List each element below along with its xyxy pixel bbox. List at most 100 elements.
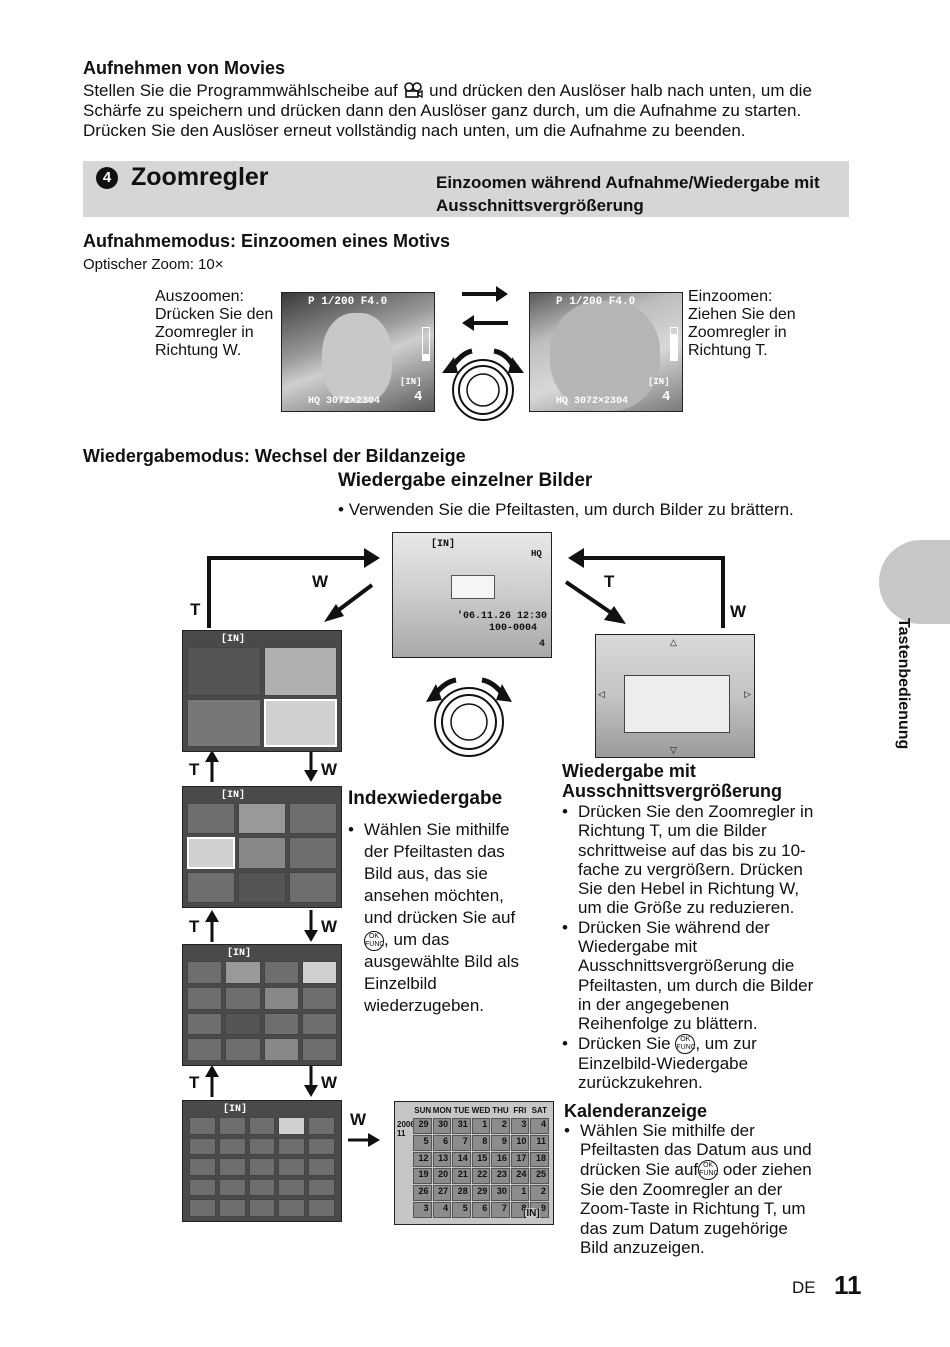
calendar-date-cell[interactable]: 16 xyxy=(491,1151,510,1168)
calendar-date-cell[interactable]: 19 xyxy=(413,1168,432,1185)
calendar-date-cell[interactable]: 27 xyxy=(432,1185,452,1202)
calendar-month: 11 xyxy=(397,1129,406,1138)
calendar-date-cell[interactable]: 7 xyxy=(491,1202,510,1218)
calendar-date-cell[interactable]: 4 xyxy=(530,1118,549,1134)
calendar-date-cell[interactable]: 22 xyxy=(471,1168,491,1185)
calendar-date-cell[interactable]: 17 xyxy=(510,1151,530,1168)
label-t: T xyxy=(189,760,200,779)
index-4-screen: [IN] xyxy=(182,630,342,752)
calendar-weekday: TUE xyxy=(453,1106,470,1115)
screen-in: [IN] xyxy=(431,539,456,550)
calendar-bullet-line: Zoom-Taste in Richtung T, um xyxy=(580,1199,806,1219)
calendar-date-cell[interactable]: 2 xyxy=(491,1118,510,1134)
calendar-date-cell[interactable]: 4 xyxy=(432,1202,452,1218)
calendar-date-cell[interactable]: 2 xyxy=(530,1185,549,1202)
calendar-date-cell[interactable]: 21 xyxy=(452,1168,471,1185)
thumbnail xyxy=(248,1117,276,1135)
calendar-bullet: Wählen Sie mithilfe der Pfeiltasten das … xyxy=(564,1121,854,1257)
thumbnail xyxy=(187,1012,223,1036)
section-subtitle-line2: Ausschnittsvergrößerung xyxy=(436,196,644,215)
movies-line1a: Stellen Sie die Programmwählscheibe auf xyxy=(83,81,398,100)
screen-count: 4 xyxy=(662,389,671,405)
single-playback-title: Wiedergabe einzelner Bilder xyxy=(338,470,593,491)
zoom-in-line: Richtung T. xyxy=(688,342,768,359)
scroll-left-icon: ◁ xyxy=(598,689,605,699)
thumbnail xyxy=(278,1178,306,1197)
closeup-bullet-line: Einzelbild-Wiedergabe xyxy=(578,1054,749,1074)
calendar-date-cell[interactable]: 20 xyxy=(432,1168,452,1185)
calendar-date-cell[interactable]: 6 xyxy=(471,1202,491,1218)
thumbnail xyxy=(308,1117,335,1135)
calendar-date-cell[interactable]: 3 xyxy=(413,1202,432,1218)
thumbnail-selected xyxy=(187,837,235,869)
calendar-date-cell[interactable]: 8 xyxy=(471,1134,491,1151)
screen-file: 100-0004 xyxy=(489,623,538,634)
zoom-out-line: Richtung W. xyxy=(155,342,242,359)
calendar-date-cell[interactable]: 28 xyxy=(452,1185,471,1202)
thumbnail xyxy=(263,1012,299,1036)
thumbnail xyxy=(308,1178,335,1197)
thumbnail xyxy=(308,1199,335,1217)
index-16-grid xyxy=(187,961,337,1061)
calendar-date-cell[interactable]: 31 xyxy=(452,1118,471,1134)
calendar-date-cell[interactable]: 3 xyxy=(510,1118,530,1134)
screen-exposure: P 1/200 F4.0 xyxy=(556,296,636,308)
movies-line1b: und drücken den Auslöser halb nach unten… xyxy=(429,81,812,100)
closeup-bullet-line: Richtung T, um die Bilder xyxy=(578,821,767,841)
side-tab xyxy=(879,540,950,624)
index-bullet-line: Bild aus, das sie xyxy=(364,864,488,883)
footer-language: DE xyxy=(792,1278,816,1297)
zoom-bar xyxy=(422,327,430,361)
calendar-date-cell[interactable]: 7 xyxy=(452,1134,471,1151)
index-bullet-line: ansehen möchten, xyxy=(364,886,504,905)
calendar-date-cell[interactable]: 25 xyxy=(530,1168,549,1185)
calendar-date-cell[interactable]: 5 xyxy=(452,1202,471,1218)
zoom-out-text: Auszoomen: Drücken Sie den Zoomregler in… xyxy=(155,288,273,360)
calendar-date-cell[interactable]: 9 xyxy=(491,1134,510,1151)
child-face-closeup-image xyxy=(550,301,660,411)
movies-text-line3: Drücken Sie den Auslöser erneut vollstän… xyxy=(83,121,746,140)
thumbnail xyxy=(308,1158,335,1176)
calendar-date-cell[interactable]: 1 xyxy=(510,1185,530,1202)
thumbnail xyxy=(218,1199,246,1217)
calendar-date-cell[interactable]: 15 xyxy=(471,1151,491,1168)
side-tab-label: Tastenbedienung xyxy=(884,618,924,798)
thumbnail xyxy=(301,1038,337,1061)
calendar-date-cell[interactable]: 6 xyxy=(432,1134,452,1151)
calendar-in: [IN] xyxy=(523,1208,540,1219)
label-w: W xyxy=(730,602,747,621)
calendar-date-cell[interactable]: 29 xyxy=(471,1185,491,1202)
thumbnail-selected xyxy=(278,1117,306,1135)
calendar-weekday: FRI xyxy=(513,1106,527,1115)
calendar-date-cell[interactable]: 18 xyxy=(530,1151,549,1168)
calendar-date-cell[interactable]: 12 xyxy=(413,1151,432,1168)
single-image-screen: [IN] HQ '06.11.26 12:30 100-0004 4 xyxy=(392,532,552,658)
index-bullet-line: ausgewählte Bild als xyxy=(364,952,519,971)
zoom-lever-icon xyxy=(440,345,526,430)
calendar-date-cell[interactable]: 26 xyxy=(413,1185,432,1202)
calendar-date-cell[interactable]: 13 xyxy=(432,1151,452,1168)
thumbnail-selected xyxy=(263,698,337,747)
calendar-date-cell[interactable]: 11 xyxy=(530,1134,549,1151)
calendar-bullet-line: das zum Datum zugehörige xyxy=(580,1218,788,1238)
closeup-bullet-line: Drücken Sie den Zoomregler in xyxy=(578,802,814,821)
calendar-date-cell[interactable]: 29 xyxy=(413,1118,432,1134)
calendar-date-cell[interactable]: 10 xyxy=(510,1134,530,1151)
calendar-date-cell[interactable]: 23 xyxy=(491,1168,510,1185)
calendar-date-cell[interactable]: 24 xyxy=(510,1168,530,1185)
screen-count: 4 xyxy=(414,389,423,405)
thumbnail xyxy=(289,837,337,869)
label-t: T xyxy=(189,1073,200,1092)
calendar-date-cell[interactable]: 30 xyxy=(432,1118,452,1134)
calendar-date-cell[interactable]: 5 xyxy=(413,1134,432,1151)
thumbnail xyxy=(225,1038,261,1061)
index-bullet-line: und drücken Sie auf xyxy=(364,908,516,927)
calendar-date-cell[interactable]: 14 xyxy=(452,1151,471,1168)
thumbnail xyxy=(278,1137,306,1156)
closeup-title-line: Wiedergabe mit xyxy=(562,761,696,781)
calendar-weekday: THU xyxy=(492,1106,509,1115)
closeup-bullet-line: schrittweise auf das bis zu 10- xyxy=(578,840,806,860)
calendar-date-cell[interactable]: 1 xyxy=(471,1118,491,1134)
calendar-date-cell[interactable]: 30 xyxy=(491,1185,510,1202)
